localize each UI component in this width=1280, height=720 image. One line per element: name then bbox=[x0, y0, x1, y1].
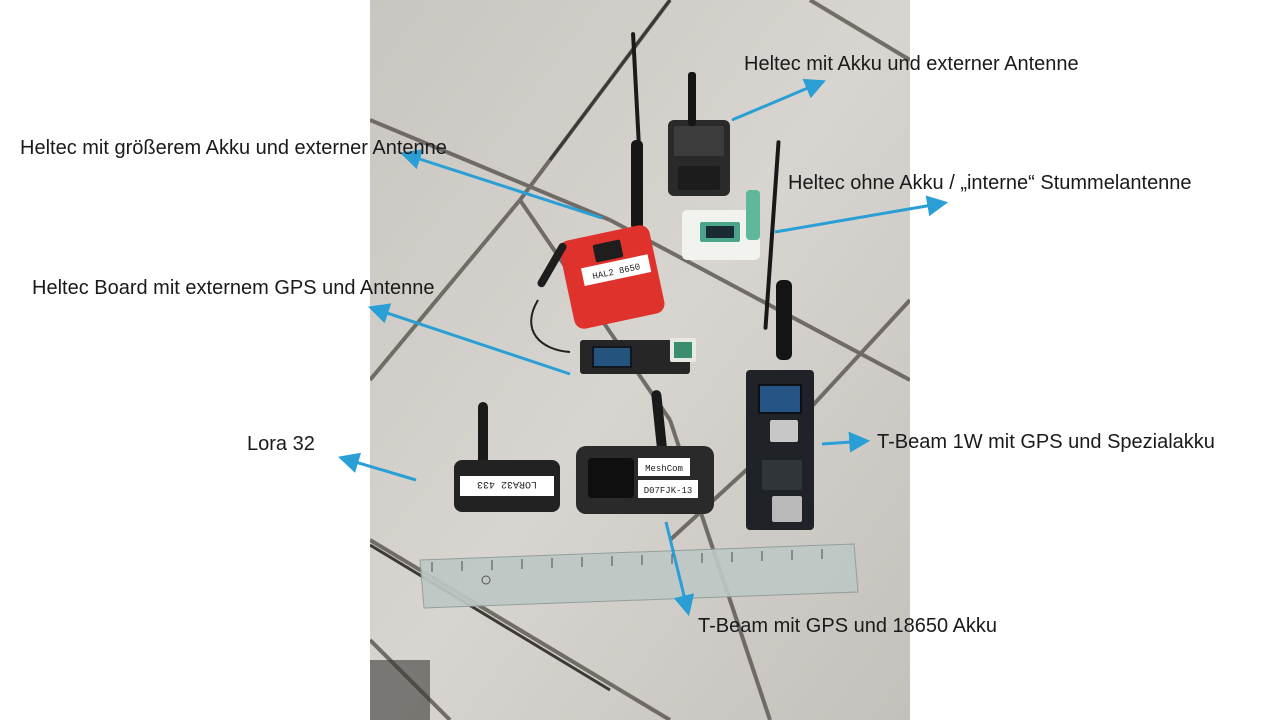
label-tbeam-18650: T-Beam mit GPS und 18650 Akku bbox=[698, 615, 998, 637]
heltec-ohne-akku-device bbox=[682, 190, 760, 260]
long-antenna-top bbox=[631, 32, 643, 230]
heltec-board-gps bbox=[580, 338, 696, 374]
device-photo: HAL2 8650 LORA32 433 M bbox=[370, 0, 910, 720]
label-heltec-board-gps: Heltec Board mit externem GPS und Antenn… bbox=[32, 277, 435, 299]
label-heltec-akku-ext: Heltec mit Akku und externer Antenne bbox=[744, 53, 1079, 75]
red-case-device: HAL2 8650 bbox=[559, 225, 665, 329]
lora32-device: LORA32 433 bbox=[454, 402, 560, 512]
ruler bbox=[419, 543, 859, 609]
meshcom-device: MeshCom D07FJK-13 bbox=[576, 390, 714, 514]
label-heltec-groesser: Heltec mit größerem Akku und externer An… bbox=[20, 137, 447, 159]
label-heltec-ohne-akku: Heltec ohne Akku / „interne“ Stummelante… bbox=[788, 172, 1192, 194]
lora-case-label: LORA32 433 bbox=[477, 478, 537, 489]
meshcom-label-top: MeshCom bbox=[645, 464, 683, 474]
tile-grout-dark bbox=[370, 0, 672, 692]
heltec-akku-device bbox=[668, 72, 730, 196]
label-tbeam-1w: T-Beam 1W mit GPS und Spezialakku bbox=[877, 431, 1215, 453]
meshcom-label-bottom: D07FJK-13 bbox=[644, 486, 693, 496]
label-lora32: Lora 32 bbox=[247, 433, 315, 455]
photo-shadow bbox=[370, 660, 430, 720]
tbeam-1w-device bbox=[746, 140, 814, 530]
